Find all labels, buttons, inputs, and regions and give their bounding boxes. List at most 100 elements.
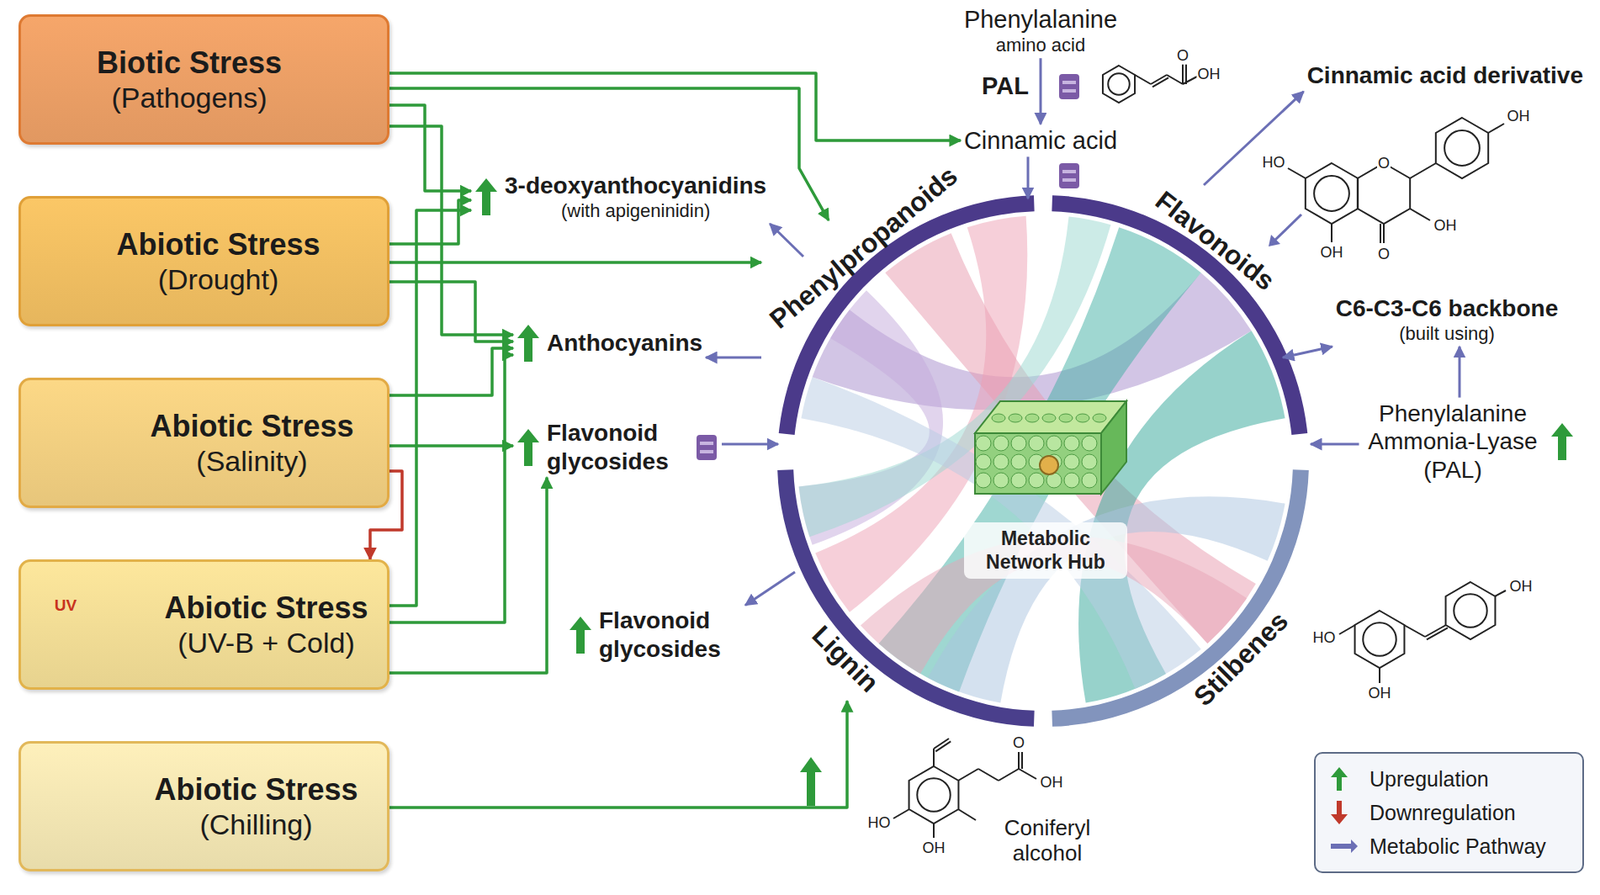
- text-column: Abiotic Stress(Salinity): [149, 407, 354, 479]
- chord-diagram: [777, 195, 1309, 727]
- flow-arrow: [389, 444, 514, 448]
- upregulation-arrow: [568, 616, 593, 654]
- upregulation-arrow: [800, 757, 822, 806]
- node-text: 3-deoxyanthocyanidins: [504, 171, 767, 201]
- leaf-cell: [1025, 413, 1039, 423]
- node-text: Biotic Stress: [96, 44, 282, 81]
- leaf-cell: [1064, 435, 1080, 451]
- stress-box: Abiotic Stress(Chilling): [18, 741, 390, 872]
- flow-arrow: [745, 572, 795, 605]
- text-column: 3-deoxyanthocyanidins(with apigeninidin): [504, 171, 767, 223]
- bond: [893, 809, 910, 819]
- ring: [909, 766, 959, 824]
- flow-arrow: [705, 356, 762, 360]
- node-text: (Salinity): [149, 444, 354, 479]
- metabolite-label-box: Phenylalanine Ammonia-Lyase (PAL): [1359, 397, 1578, 487]
- text-column: Abiotic Stress(Chilling): [153, 771, 358, 843]
- leaf-cell: [1011, 454, 1027, 470]
- bond: [1409, 208, 1431, 221]
- text-label: OH: [1039, 773, 1065, 792]
- bond: [1378, 667, 1381, 684]
- legend-row: Upregulation: [1329, 762, 1569, 796]
- bond: [1488, 123, 1505, 133]
- enzyme-stripe: [699, 450, 714, 454]
- node-text: (built using): [1335, 323, 1559, 345]
- bond: [1287, 168, 1306, 179]
- text-label: UV: [54, 596, 77, 615]
- text-label: HO: [867, 814, 892, 832]
- ring: [1446, 582, 1496, 640]
- legend-arrow: [1330, 800, 1348, 825]
- node-text: Abiotic Stress: [149, 407, 354, 445]
- pathway-arrowhead: [1268, 234, 1281, 247]
- node-text: Abiotic Stress: [153, 771, 358, 808]
- node-text: Anthocyanins: [546, 328, 703, 358]
- node-text: Cinnamic acid: [964, 126, 1118, 156]
- text-column: Flavonoid glycosides: [598, 606, 742, 663]
- flow-arrow: [1038, 58, 1042, 124]
- bond: [958, 768, 979, 781]
- flow-arrow: [1458, 346, 1462, 398]
- aromatic-ring: [1453, 593, 1487, 627]
- flow-arrow: [769, 223, 804, 257]
- leaf-top: [974, 401, 1127, 434]
- leaf-cell: [1042, 413, 1056, 423]
- text-label: HO: [1261, 153, 1287, 172]
- bond: [1017, 752, 1020, 769]
- text-label: O: [1176, 47, 1190, 65]
- text-column: C6-C3-C6 backbone(built using): [1335, 294, 1559, 345]
- text-column: Anthocyanins: [546, 328, 703, 358]
- node-text: (Pathogens): [96, 80, 282, 116]
- enzyme-body: [1059, 163, 1080, 189]
- bond: [1018, 768, 1037, 779]
- upregulation-arrow: [1550, 423, 1574, 461]
- text-label: OH: [1367, 684, 1393, 703]
- metabolite-label-box: Cinnamic acid: [960, 124, 1121, 158]
- flow-arrow: [721, 443, 779, 446]
- text-label: OH: [1319, 243, 1345, 262]
- bond: [935, 741, 951, 752]
- stress-box: Biotic Stress(Pathogens): [18, 14, 390, 145]
- node-text: Abiotic Stress: [164, 589, 368, 626]
- ring: [1435, 117, 1489, 179]
- metabolite-label-box: Anthocyanins: [513, 323, 706, 364]
- legend-row: Downregulation: [1329, 795, 1569, 830]
- flow-arrow: [1203, 91, 1304, 186]
- text-label: O: [1011, 734, 1026, 753]
- flow-arrow: [1027, 156, 1030, 199]
- stress-box: Abiotic Stress(Drought): [18, 196, 390, 327]
- node-text: Phenylalanine: [964, 5, 1118, 35]
- legend-text: Metabolic Pathway: [1369, 834, 1547, 859]
- bond: [932, 748, 935, 767]
- aromatic-ring: [1313, 175, 1350, 212]
- leaf-cell: [1028, 472, 1044, 488]
- leaf-cell: [1011, 472, 1027, 488]
- bond: [998, 768, 1019, 781]
- arrow-shape: [569, 616, 592, 654]
- bond: [1409, 163, 1436, 179]
- legend-text: Upregulation: [1369, 767, 1489, 792]
- aromatic-ring: [1362, 622, 1396, 656]
- aromatic-ring: [1107, 73, 1130, 96]
- enzyme-body: [1059, 74, 1080, 100]
- stress-box: Abiotic Stress(Salinity): [18, 377, 390, 509]
- flow-arrow: [389, 348, 514, 396]
- aromatic-ring: [1444, 130, 1480, 166]
- leaf-cell: [1081, 435, 1097, 451]
- legend-text: Downregulation: [1369, 800, 1516, 826]
- node-text: (Drought): [116, 262, 320, 297]
- leaf-section-illustration: [974, 401, 1127, 494]
- bond: [1134, 74, 1151, 85]
- text-column: Metabolic Network Hub: [972, 527, 1119, 574]
- enzyme-body: [696, 434, 717, 461]
- bond: [1021, 752, 1023, 769]
- text-label: OH: [1509, 577, 1534, 596]
- metabolite-label-box: Flavonoid glycosides: [513, 417, 722, 477]
- leaf-cell: [991, 413, 1006, 423]
- metabolite-label-box: Flavonoid glycosides: [565, 604, 746, 665]
- leaf-cell: [975, 435, 991, 451]
- flow-arrow: [389, 200, 472, 244]
- node-text: Cinnamic acid derivative: [1307, 61, 1584, 91]
- text-column: Biotic Stress(Pathogens): [96, 44, 282, 116]
- bond: [1330, 223, 1333, 243]
